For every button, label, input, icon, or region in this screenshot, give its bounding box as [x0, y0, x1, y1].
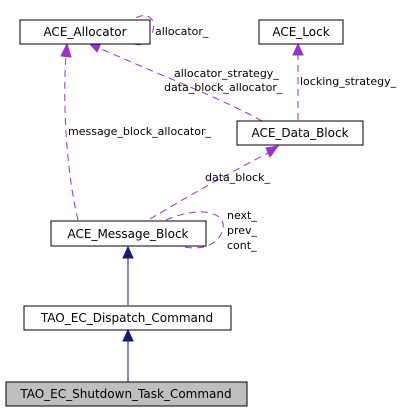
edge-message-block-to-data-block: data_block_ — [149, 145, 280, 220]
node-label-ace-allocator: ACE_Allocator — [43, 25, 126, 39]
edge-label-cont: cont_ — [227, 239, 257, 252]
node-label-ace-lock: ACE_Lock — [272, 25, 329, 39]
node-label-tao-ec-dispatch-command: TAO_EC_Dispatch_Command — [40, 311, 213, 325]
node-label-tao-ec-shutdown-task-command: TAO_EC_Shutdown_Task_Command — [19, 387, 231, 401]
edge-message-block-to-allocator: message_block_allocator_ — [60, 42, 212, 221]
edge-label-message-block-allocator: message_block_allocator_ — [68, 125, 212, 138]
edge-label-data-block-allocator: data_block_allocator_ — [164, 81, 283, 94]
node-label-ace-message-block: ACE_Message_Block — [67, 227, 188, 241]
edge-label-locking-strategy: locking_strategy_ — [300, 75, 397, 88]
node-label-ace-data-block: ACE_Data_Block — [251, 126, 348, 140]
edge-label-next: next_ — [227, 209, 257, 222]
edge-shutdown-inherits-dispatch — [122, 328, 134, 382]
edge-label-allocator: allocator_ — [155, 25, 209, 38]
node-tao-ec-shutdown-task-command[interactable]: TAO_EC_Shutdown_Task_Command — [5, 381, 248, 407]
edge-label-prev: prev_ — [227, 224, 258, 237]
node-ace-message-block[interactable]: ACE_Message_Block — [50, 220, 207, 247]
node-ace-lock[interactable]: ACE_Lock — [258, 19, 344, 45]
node-ace-allocator[interactable]: ACE_Allocator — [19, 19, 151, 45]
edge-data-block-to-lock: locking_strategy_ — [292, 42, 397, 120]
edge-data-block-to-allocator: allocator_strategy_ data_block_allocator… — [88, 42, 283, 122]
node-tao-ec-dispatch-command[interactable]: TAO_EC_Dispatch_Command — [23, 305, 232, 331]
edge-label-data-block: data_block_ — [205, 171, 270, 184]
node-ace-data-block[interactable]: ACE_Data_Block — [236, 120, 364, 146]
edge-dispatch-inherits-message-block — [122, 245, 134, 305]
edge-label-allocator-strategy: allocator_strategy_ — [174, 67, 279, 80]
